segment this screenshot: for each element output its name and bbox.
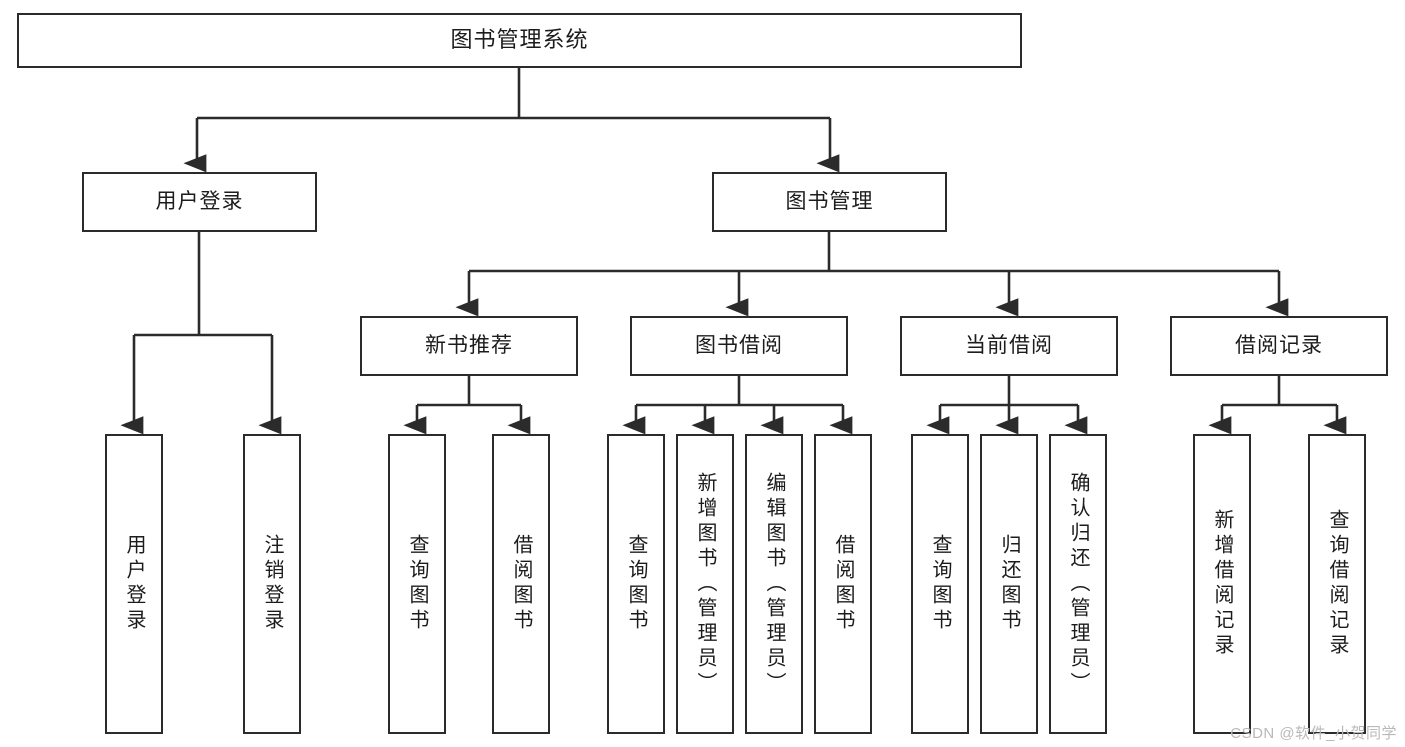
node-label: 查询图书 — [406, 534, 428, 634]
node-label: 新增借阅记录 — [1211, 509, 1233, 659]
node-label: 新书推荐 — [425, 334, 513, 358]
node-label: 图书管理 — [785, 190, 874, 214]
node-user-login[interactable]: 用户登录 — [82, 172, 317, 232]
leaf-query-book-2[interactable]: 查询图书 — [607, 434, 665, 734]
node-book-manage[interactable]: 图书管理 — [712, 172, 947, 232]
node-label: 借阅记录 — [1235, 334, 1323, 358]
node-label: 注销登录 — [261, 534, 283, 634]
csdn-watermark: CSDN @软件_小贺同学 — [1230, 725, 1397, 742]
node-label: 查询图书 — [929, 534, 951, 634]
leaf-query-book-1[interactable]: 查询图书 — [388, 434, 446, 734]
leaf-confirm-return[interactable]: 确认归还（管理员） — [1049, 434, 1107, 734]
node-root-system[interactable]: 图书管理系统 — [17, 13, 1022, 68]
node-label: 新增图书（管理员） — [694, 471, 716, 697]
leaf-borrow-book-2[interactable]: 借阅图书 — [814, 434, 872, 734]
node-label: 借阅图书 — [832, 534, 854, 634]
node-label: 用户登录 — [155, 190, 244, 214]
node-new-book-rec[interactable]: 新书推荐 — [360, 316, 578, 376]
leaf-borrow-book-1[interactable]: 借阅图书 — [492, 434, 550, 734]
node-label: 归还图书 — [998, 534, 1020, 634]
node-label: 查询借阅记录 — [1326, 509, 1348, 659]
leaf-query-book-3[interactable]: 查询图书 — [911, 434, 969, 734]
node-label: 图书管理系统 — [450, 27, 589, 53]
node-book-borrow[interactable]: 图书借阅 — [630, 316, 848, 376]
leaf-edit-book[interactable]: 编辑图书（管理员） — [745, 434, 803, 734]
leaf-user-login[interactable]: 用户登录 — [105, 434, 163, 734]
node-label: 查询图书 — [625, 534, 647, 634]
node-label: 借阅图书 — [510, 534, 532, 634]
node-label: 编辑图书（管理员） — [763, 471, 785, 697]
leaf-add-book[interactable]: 新增图书（管理员） — [676, 434, 734, 734]
leaf-add-record[interactable]: 新增借阅记录 — [1193, 434, 1251, 734]
leaf-user-logout[interactable]: 注销登录 — [243, 434, 301, 734]
node-borrow-record[interactable]: 借阅记录 — [1170, 316, 1388, 376]
leaf-query-record[interactable]: 查询借阅记录 — [1308, 434, 1366, 734]
node-label: 用户登录 — [123, 534, 145, 634]
node-label: 确认归还（管理员） — [1067, 471, 1089, 697]
leaf-return-book[interactable]: 归还图书 — [980, 434, 1038, 734]
node-label: 图书借阅 — [695, 334, 783, 358]
node-label: 当前借阅 — [965, 334, 1053, 358]
node-current-borrow[interactable]: 当前借阅 — [900, 316, 1118, 376]
